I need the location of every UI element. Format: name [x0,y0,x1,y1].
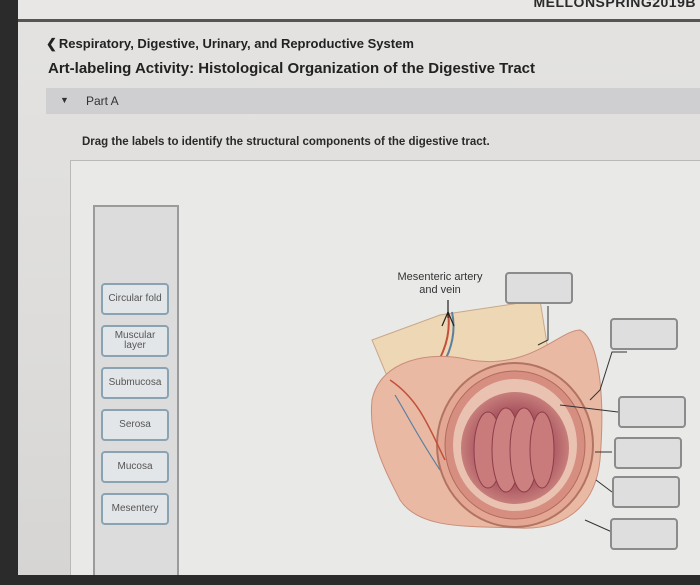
drop-target-1[interactable] [505,272,573,304]
wall-vessel [389,379,446,461]
part-label[interactable]: Part A [86,94,119,108]
leader-line [595,479,613,493]
drop-target-4[interactable] [614,437,682,469]
drop-target-5[interactable] [612,476,680,508]
label-circular-fold[interactable]: Circular fold [101,283,169,315]
label-mesentery[interactable]: Mesentery [101,493,169,525]
leader-line [589,351,627,401]
drop-target-3[interactable] [618,396,686,428]
chevron-left-icon[interactable]: ❮ [46,36,57,51]
caret-down-icon[interactable]: ▼ [60,95,69,105]
label-muscular-layer[interactable]: Muscular layer [101,325,169,357]
drop-target-2[interactable] [610,318,678,350]
course-id: MELLONSPRING2019B [533,0,696,10]
leader-line [537,306,549,346]
label-submucosa[interactable]: Submucosa [101,367,169,399]
label-bank: Circular fold Muscular layer Submucosa S… [93,205,179,575]
breadcrumb-text[interactable]: Respiratory, Digestive, Urinary, and Rep… [58,36,414,51]
top-strip: MELLONSPRING2019B [18,0,700,22]
circular-fold [529,411,555,489]
pointer-arrow [441,310,455,327]
mesenteric-caption: Mesenteric artery and vein [397,271,483,297]
part-header[interactable]: ▼ Part A [46,88,700,114]
label-mucosa[interactable]: Mucosa [101,451,169,483]
wall-vessel [394,394,441,471]
label-serosa[interactable]: Serosa [101,409,169,441]
page-title: Art-labeling Activity: Histological Orga… [48,60,536,77]
leader-line [584,519,613,533]
instructions: Drag the labels to identify the structur… [82,136,490,148]
drop-target-6[interactable] [610,518,678,550]
breadcrumb[interactable]: ❮Respiratory, Digestive, Urinary, and Re… [46,36,414,52]
leader-line [559,404,619,413]
